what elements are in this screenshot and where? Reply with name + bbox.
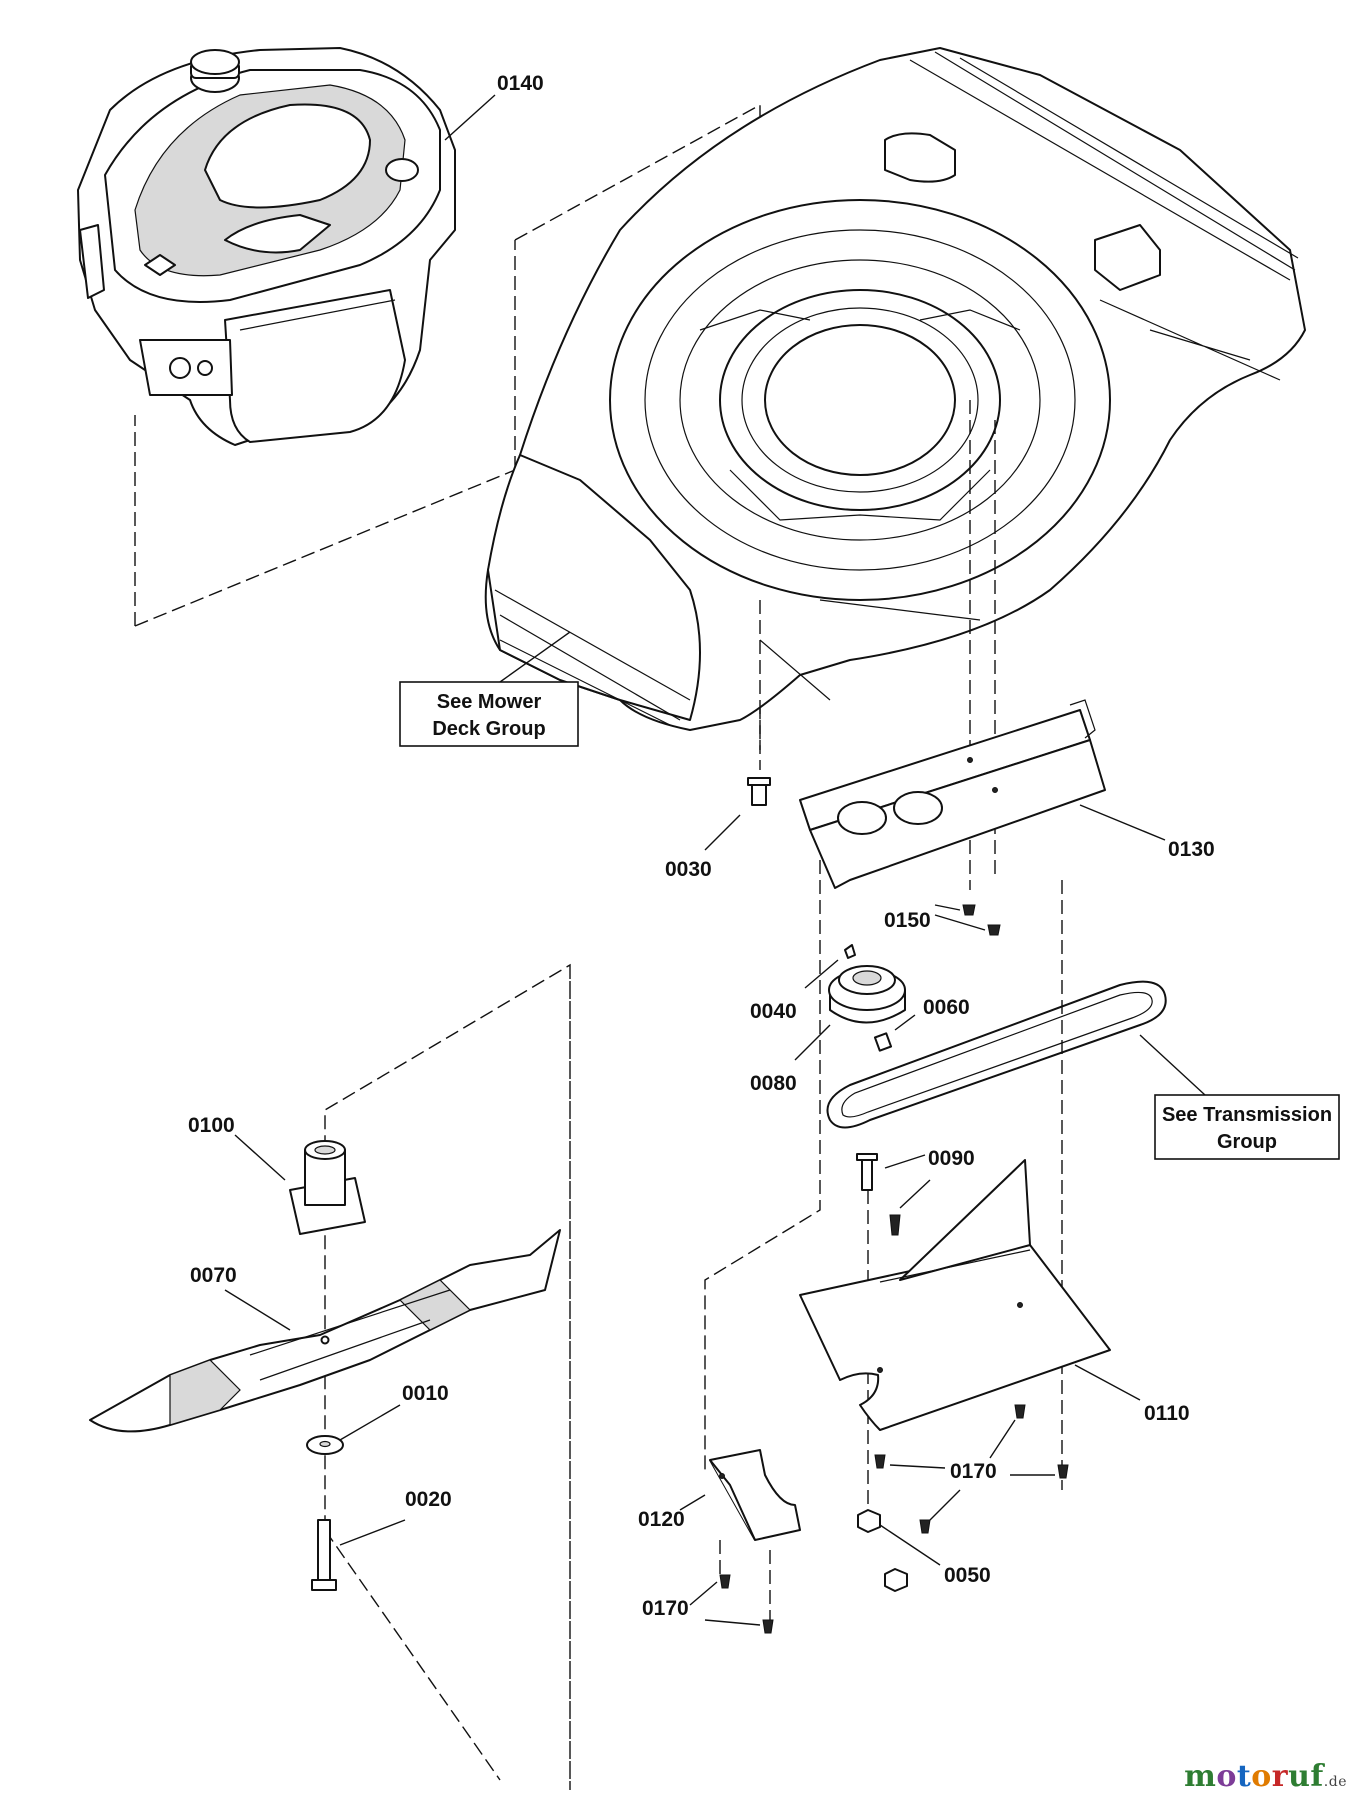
key-0040	[844, 944, 856, 959]
leader-0070	[224, 1289, 291, 1331]
label-0070: 0070	[190, 1264, 237, 1287]
bolts-0170-right	[874, 1404, 1069, 1534]
leader-0030	[704, 814, 741, 851]
label-0100: 0100	[188, 1114, 235, 1137]
leader-0120	[679, 1494, 706, 1511]
deck-group-reference-box[interactable]: See Mower Deck Group	[399, 681, 579, 747]
leader-trans-ref	[1139, 1034, 1206, 1096]
drive-belt	[826, 980, 1167, 1129]
washer-0010	[306, 1435, 344, 1455]
leader-0090	[884, 1154, 931, 1209]
mower-deck-illustration	[484, 47, 1306, 764]
blade-outline-dashed	[324, 963, 571, 1790]
blade-adapter-0100	[289, 1140, 366, 1235]
leader-0170-left	[689, 1581, 761, 1626]
label-0030: 0030	[665, 858, 712, 881]
engine-outline-dashed	[134, 103, 761, 750]
label-0120: 0120	[638, 1508, 685, 1531]
label-0110: 0110	[1144, 1402, 1190, 1425]
label-0170-left: 0170	[642, 1597, 689, 1620]
label-0040: 0040	[750, 1000, 797, 1023]
label-0060: 0060	[923, 996, 970, 1019]
pulley-0080	[828, 965, 906, 1024]
label-0020: 0020	[405, 1488, 452, 1511]
leader-0040	[804, 959, 839, 989]
leader-0150	[934, 904, 986, 931]
leader-0050	[879, 1524, 941, 1566]
leader-0080	[794, 1024, 831, 1061]
label-0080: 0080	[750, 1072, 797, 1095]
bolts-0150	[962, 904, 1001, 936]
transmission-group-reference-box[interactable]: See Transmission Group	[1154, 1094, 1340, 1160]
bolt-0030	[747, 777, 771, 806]
baffle-0110	[799, 1159, 1111, 1431]
pulley-drop-line	[704, 860, 821, 1470]
leader-0010	[339, 1404, 401, 1441]
bracket-0130	[799, 699, 1106, 889]
motoruf-watermark-logo: motoruf.de	[1184, 1759, 1347, 1794]
leader-0060	[894, 1014, 916, 1031]
leader-0130	[1079, 804, 1166, 841]
setscrew-0060	[873, 1032, 893, 1052]
deck-ref-line2: Deck Group	[432, 718, 545, 740]
label-0150: 0150	[884, 909, 931, 932]
leader-0110	[1074, 1364, 1141, 1401]
leader-0100	[234, 1134, 286, 1181]
bracket-drop-line	[719, 1540, 771, 1620]
label-0090: 0090	[928, 1147, 975, 1170]
bolt-0020	[311, 1519, 337, 1591]
label-0010: 0010	[402, 1382, 449, 1405]
engine-illustration	[77, 47, 456, 446]
deck-ref-line1: See Mower	[437, 691, 542, 713]
nuts-0050	[857, 1509, 908, 1592]
leader-0020	[339, 1519, 406, 1546]
bolts-0090	[856, 1153, 901, 1236]
blade-0070	[89, 1229, 561, 1433]
trans-ref-line2: Group	[1217, 1131, 1277, 1153]
leader-deck-ref	[499, 631, 571, 683]
label-0050: 0050	[944, 1564, 991, 1587]
trans-ref-line1: See Transmission	[1162, 1104, 1332, 1126]
bracket-0120	[709, 1449, 801, 1541]
label-0140: 0140	[497, 72, 544, 95]
leader-0170-right	[889, 1419, 1055, 1521]
leader-0140	[444, 94, 496, 141]
label-0130: 0130	[1168, 838, 1215, 861]
label-0170-right: 0170	[950, 1460, 997, 1483]
